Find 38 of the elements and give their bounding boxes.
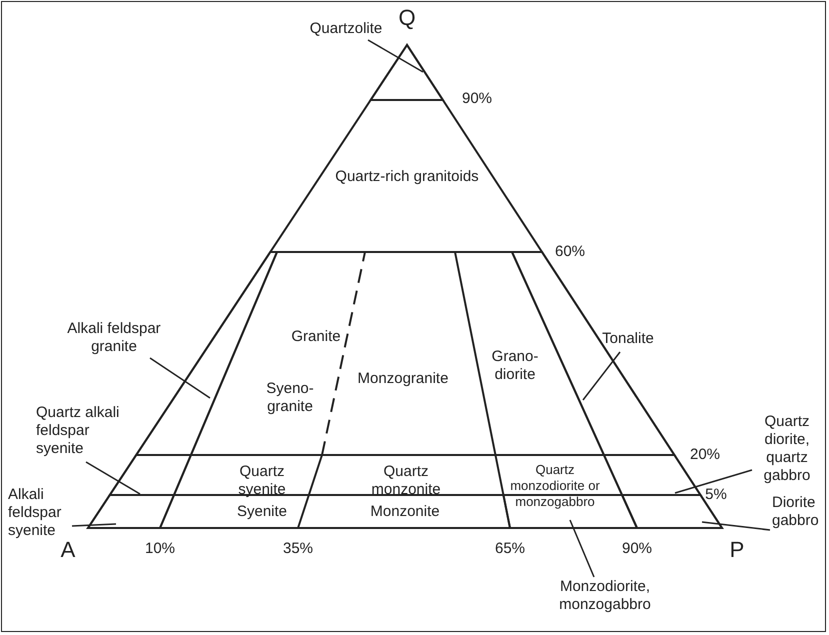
field-name: Grano-diorite (490, 348, 540, 384)
leader-line (86, 461, 140, 495)
field-name: Syenite (236, 503, 288, 521)
field-name: Quartz syenite (237, 463, 287, 499)
leader-line (368, 39, 424, 73)
field-name: Granite (290, 328, 342, 346)
percent-label: 60% (554, 243, 586, 261)
vertex-label: Q (397, 5, 417, 30)
vertex-label: A (60, 537, 76, 562)
leader-line (582, 352, 621, 400)
percent-label: 35% (282, 540, 314, 558)
leader-line (569, 520, 595, 578)
rock-name-label: Monzodiorite, monzogabbro (540, 578, 670, 614)
field-name: Quartz monzonite (370, 463, 442, 499)
rock-name-label: Diorite gabbro (772, 494, 828, 530)
field-name: Syeno-granite (265, 380, 315, 416)
rock-name-label: Alkali feldspar syenite (8, 486, 78, 540)
rock-name-label: Quartz alkali feldspar syenite (36, 404, 132, 458)
field-name: Quartz monzodiorite or monzogabbro (509, 462, 601, 510)
percent-label: 20% (688, 446, 722, 464)
rock-name-label: Tonalite (592, 330, 664, 348)
leader-line (150, 357, 210, 399)
field-name: Monzogranite (356, 370, 450, 388)
rock-name-label: Alkali feldspar granite (58, 320, 170, 356)
rock-name-label: Quartzolite (296, 20, 396, 38)
percent-label: 90% (620, 540, 654, 558)
leader-line (72, 523, 116, 527)
vertex-label: P (728, 537, 746, 562)
leader-line (674, 469, 752, 494)
percent-label: 90% (460, 90, 494, 108)
leader-line (702, 521, 770, 531)
field-name: Quartz-rich granitoids (335, 168, 479, 186)
rock-name-label: Quartz diorite, quartz gabbro (752, 413, 822, 485)
percent-label: 65% (494, 540, 526, 558)
rock-field-area (368, 43, 445, 101)
percent-label: 10% (144, 540, 176, 558)
percent-label: 5% (704, 486, 728, 504)
field-name: Monzonite (369, 503, 441, 521)
